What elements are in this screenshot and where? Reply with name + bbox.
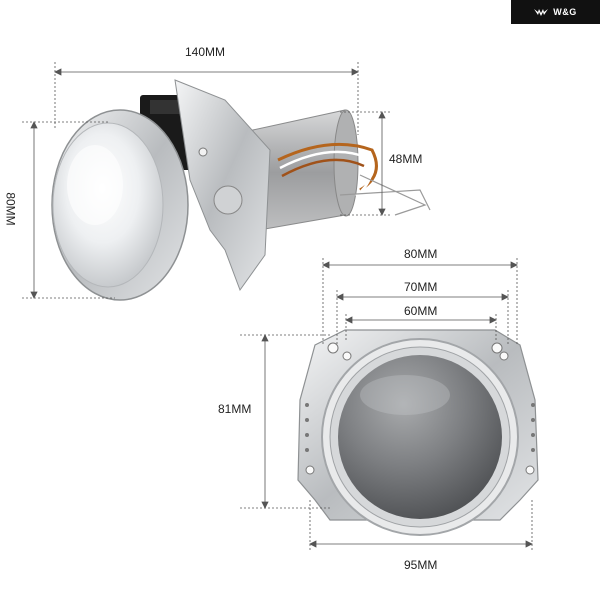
dimension-front-height: 81MM <box>218 402 252 416</box>
wings-icon <box>534 9 549 16</box>
projector-front-view <box>297 329 539 536</box>
dimension-front-inner-width: 60MM <box>404 304 438 318</box>
brand-logo: W&G <box>511 0 600 24</box>
dimension-front-outer-width: 80MM <box>404 247 438 261</box>
logo-text: W&G <box>553 7 577 17</box>
dimension-top-width: 140MM <box>185 45 226 59</box>
dimension-front-bottom-width: 95MM <box>404 558 438 572</box>
dimension-cable-height: 48MM <box>389 152 423 166</box>
dimension-top-height: 80MM <box>3 192 18 226</box>
dimension-lines <box>22 62 533 550</box>
dimension-front-middle-width: 70MM <box>404 280 438 294</box>
lens <box>338 355 502 519</box>
projector-side-view <box>51 79 431 301</box>
